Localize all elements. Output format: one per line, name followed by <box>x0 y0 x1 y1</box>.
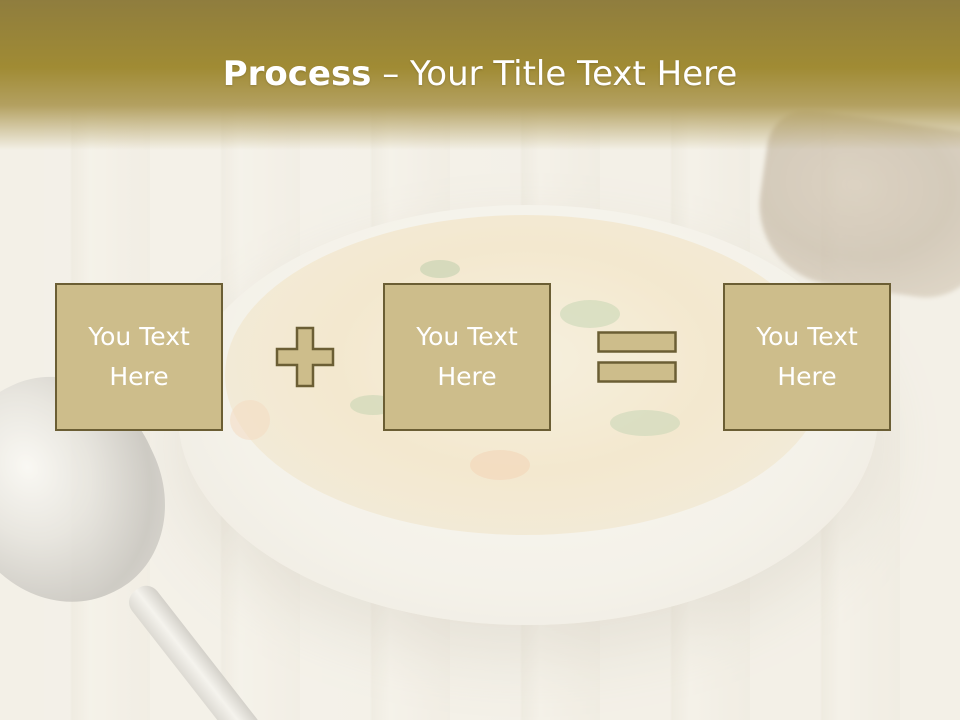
process-box-text: You Text Here <box>756 322 858 391</box>
process-box-3[interactable]: You Text Here <box>723 283 891 431</box>
carrot-piece <box>470 450 530 480</box>
herb-garnish <box>420 260 460 278</box>
equals-icon <box>597 331 677 383</box>
herb-garnish <box>560 300 620 328</box>
plus-icon <box>275 326 335 388</box>
carrot-piece <box>230 400 270 440</box>
process-box-text: You Text Here <box>88 322 190 391</box>
process-box-text: You Text Here <box>416 322 518 391</box>
process-box-2[interactable]: You Text Here <box>383 283 551 431</box>
slide-title[interactable]: Process – Your Title Text Here <box>0 52 960 96</box>
title-band <box>0 0 960 150</box>
herb-garnish <box>610 410 680 436</box>
title-regular-part: – Your Title Text Here <box>371 54 738 94</box>
process-box-1[interactable]: You Text Here <box>55 283 223 431</box>
title-bold-part: Process <box>222 54 372 94</box>
